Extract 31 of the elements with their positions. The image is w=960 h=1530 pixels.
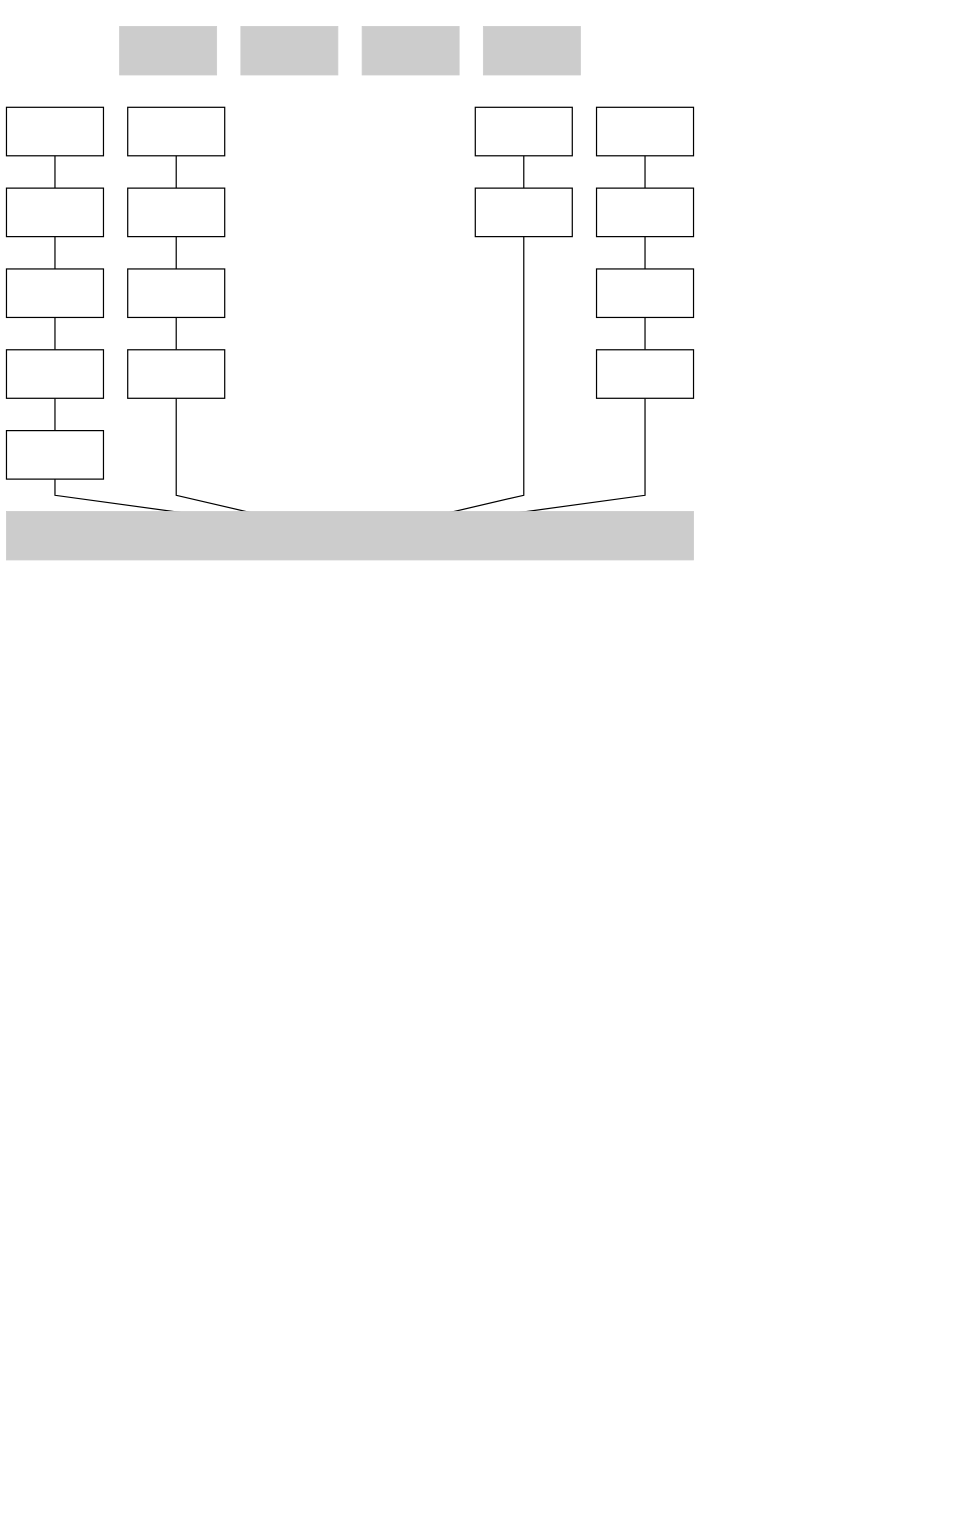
connector bbox=[175, 236, 177, 270]
connector bbox=[523, 155, 525, 189]
node-box bbox=[595, 106, 695, 157]
node-bar bbox=[6, 511, 694, 561]
node-box bbox=[5, 430, 105, 480]
connector bbox=[644, 155, 646, 189]
node-box bbox=[361, 26, 460, 76]
node-box bbox=[127, 349, 226, 399]
node-box bbox=[5, 187, 105, 238]
node-box bbox=[474, 106, 573, 157]
node-box bbox=[5, 349, 105, 399]
connector bbox=[54, 236, 56, 270]
connector bbox=[644, 316, 646, 351]
connector bbox=[54, 397, 56, 432]
node-box bbox=[482, 26, 581, 76]
node-box bbox=[127, 268, 226, 319]
connector bbox=[644, 236, 646, 270]
connector bbox=[175, 316, 177, 351]
node-box bbox=[595, 268, 695, 319]
node-box bbox=[127, 106, 226, 157]
node-box bbox=[127, 187, 226, 238]
node-box bbox=[595, 187, 695, 238]
node-box bbox=[595, 349, 695, 399]
node-box bbox=[119, 26, 218, 76]
node-box bbox=[5, 106, 105, 157]
connector bbox=[54, 316, 56, 351]
node-box bbox=[5, 268, 105, 319]
connector bbox=[175, 155, 177, 189]
connector bbox=[54, 155, 56, 189]
node-box bbox=[240, 26, 339, 76]
node-box bbox=[474, 187, 573, 238]
